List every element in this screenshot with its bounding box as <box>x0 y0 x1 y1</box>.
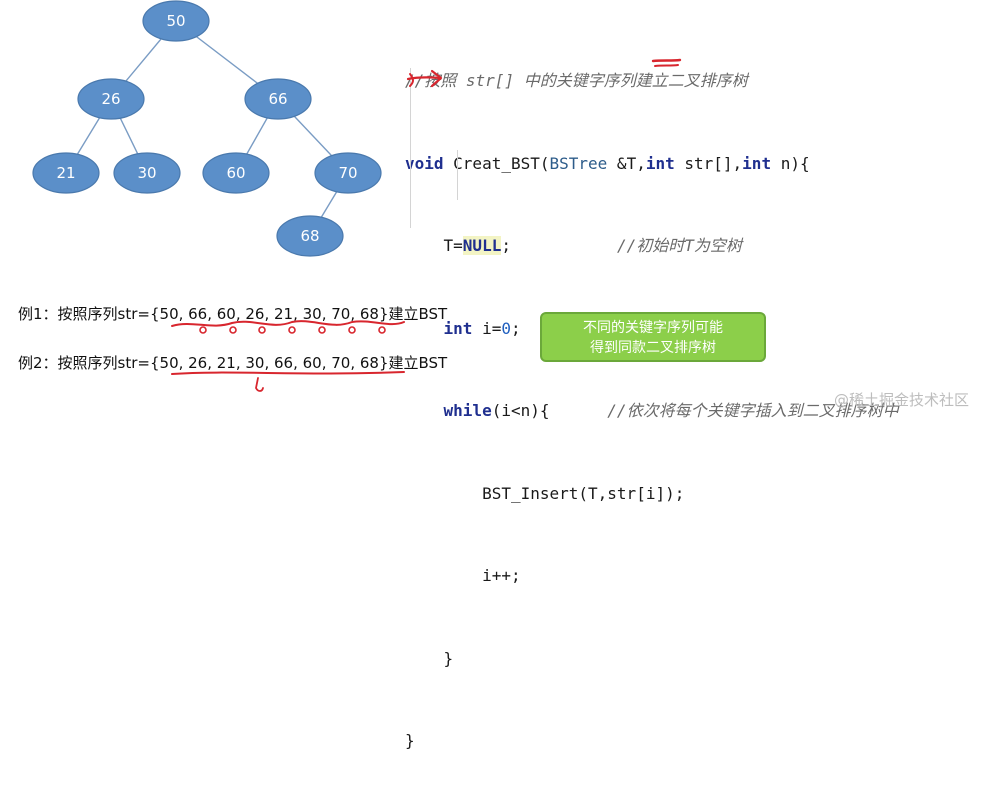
code-line-5: while(i<n){ //依次将每个关键字插入到二叉排序树中 <box>405 397 899 425</box>
example-2: 例2：按照序列str={50, 26, 21, 30, 66, 60, 70, … <box>18 354 448 372</box>
watermark: @稀土掘金技术社区 <box>833 391 969 409</box>
literal-zero: 0 <box>501 318 511 338</box>
tree-nodes: 50 26 66 21 30 60 70 68 <box>32 0 382 257</box>
tree-node-60: 60 <box>202 152 270 194</box>
increment-i: i++; <box>482 566 521 585</box>
param-n: n){ <box>771 153 810 173</box>
code-comment-init: //初始时T为空树 <box>616 236 742 255</box>
indent-guide-outer <box>410 68 411 228</box>
indent-guide-inner <box>457 150 458 200</box>
code-line-4: int i=0; <box>405 315 899 343</box>
brace-close-while: } <box>443 648 454 668</box>
tree-node-circle <box>32 152 100 194</box>
keyword-while: while <box>443 401 492 420</box>
callout-line-2: 得到同款二叉排序树 <box>590 340 716 356</box>
tree-node-label: 68 <box>300 227 319 245</box>
code-line-7: i++; <box>405 562 899 590</box>
tree-node-label: 70 <box>338 164 357 182</box>
slide: 50 26 66 21 30 60 70 68 //按照 str[] 中的关键字序列建立二叉排… <box>18 0 969 750</box>
tree-node-label: 26 <box>101 90 120 108</box>
tree-node-circle <box>113 152 181 194</box>
tree-node-circle <box>276 215 344 257</box>
code-line-9: } <box>405 727 899 755</box>
tree-node-26: 26 <box>77 78 145 120</box>
tree-node-circle <box>202 152 270 194</box>
bst-diagram: 50 26 66 21 30 60 70 68 <box>32 0 382 257</box>
code-line-3: T=NULL; //初始时T为空树 <box>405 232 899 260</box>
callout-box: 不同的关键字序列可能 得到同款二叉排序树 <box>540 312 766 362</box>
semicolon: ; <box>501 236 511 255</box>
tree-node-label: 66 <box>268 90 287 108</box>
tree-node-circle <box>314 152 382 194</box>
tree-node-label: 30 <box>137 164 156 182</box>
tree-node-circle <box>244 78 312 120</box>
code-line-2: void Creat_BST(BSTree &T,int str[],int n… <box>405 150 899 178</box>
while-condition: (i<n){ <box>491 401 550 420</box>
tree-node-21: 21 <box>32 152 100 194</box>
tree-node-label: 50 <box>166 12 185 30</box>
tree-node-66: 66 <box>244 78 312 120</box>
keyword-int: int <box>443 318 473 338</box>
tree-node-68: 68 <box>276 215 344 257</box>
call-bst-insert: BST_Insert(T,str[i]); <box>482 483 685 503</box>
keyword-null: NULL <box>462 236 502 255</box>
tree-node-circle <box>142 0 210 42</box>
code-comment-loop: //依次将每个关键字插入到二叉排序树中 <box>607 401 899 420</box>
keyword-int: int <box>742 153 772 173</box>
type-bstree: BSTree <box>549 153 608 173</box>
callout-line-1: 不同的关键字序列可能 <box>583 320 723 336</box>
tree-node-70: 70 <box>314 152 382 194</box>
semicolon: ; <box>510 318 521 338</box>
example-1: 例1：按照序列str={50, 66, 60, 26, 21, 30, 70, … <box>18 305 448 323</box>
code-block: //按照 str[] 中的关键字序列建立二叉排序树 void Creat_BST… <box>405 12 899 810</box>
param-str: str[], <box>674 153 743 173</box>
assign-t: T= <box>443 236 463 255</box>
code-line-8: } <box>405 645 899 673</box>
brace-close-function: } <box>405 731 415 750</box>
tree-node-circle <box>77 78 145 120</box>
keyword-void: void <box>405 153 444 173</box>
tree-node-label: 60 <box>226 164 245 182</box>
tree-node-label: 21 <box>56 164 75 182</box>
function-name: Creat_BST( <box>443 153 550 173</box>
param-ref-t: &T, <box>607 153 646 173</box>
code-line-1: //按照 str[] 中的关键字序列建立二叉排序树 <box>405 67 899 95</box>
tree-node-30: 30 <box>113 152 181 194</box>
decl-i: i= <box>472 318 502 338</box>
code-line-6: BST_Insert(T,str[i]); <box>405 480 899 508</box>
code-comment-title: //按照 str[] 中的关键字序列建立二叉排序树 <box>405 71 748 90</box>
keyword-int: int <box>645 153 675 173</box>
tree-edges <box>65 20 349 237</box>
tree-node-50: 50 <box>142 0 210 42</box>
